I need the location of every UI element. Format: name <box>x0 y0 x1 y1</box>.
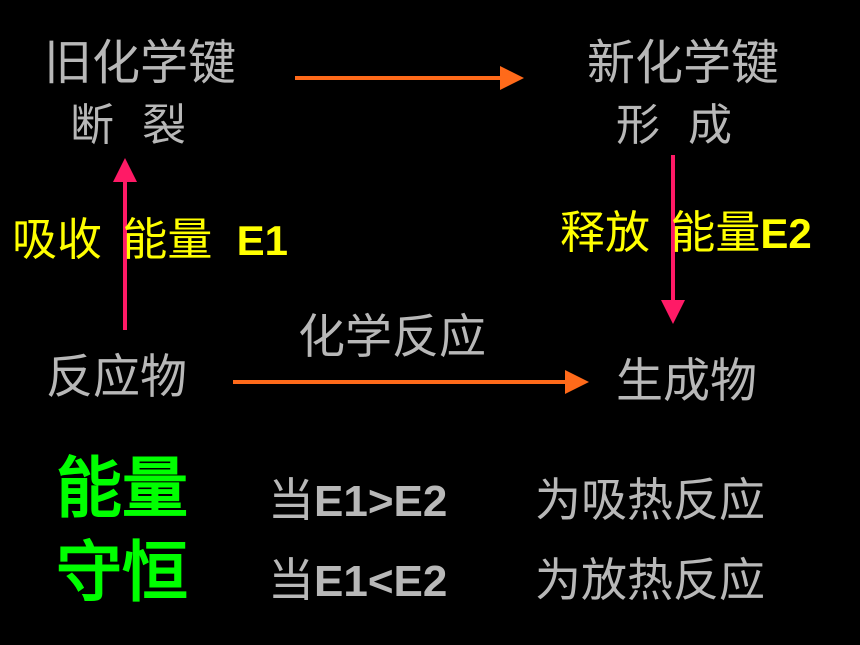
form-text: 形 成 <box>616 100 732 151</box>
conservation-line1: 能量 <box>56 450 188 527</box>
rule-result-exothermic: 为放热反应 <box>535 553 765 607</box>
old-bond-text: 旧化学键 <box>44 35 237 91</box>
release-energy-text: 能量 <box>670 206 761 259</box>
absorb-energy-label: 吸收 能量 E1 <box>12 217 288 262</box>
e2-symbol: E2 <box>760 210 812 257</box>
conservation-line2: 守恒 <box>56 534 188 611</box>
break-text: 断 裂 <box>70 100 186 151</box>
reactant-text: 反应物 <box>46 350 187 405</box>
rule-row-endothermic: 当E1>E2 <box>268 477 447 524</box>
product-text: 生成物 <box>616 354 757 409</box>
rule-when: 当 <box>268 553 314 607</box>
new-bond-text: 新化学键 <box>587 35 780 91</box>
absorb-text: 吸收 <box>12 213 103 266</box>
e1-symbol: E1 <box>236 217 289 264</box>
release-text: 释放 <box>560 206 651 259</box>
release-energy-label: 释放 能量E2 <box>560 210 812 255</box>
rule-condition: E1>E2 <box>314 477 448 526</box>
rule-row-exothermic: 当E1<E2 <box>268 557 447 604</box>
rule-result-endothermic: 为吸热反应 <box>535 473 765 527</box>
chemical-reaction-text: 化学反应 <box>298 310 486 365</box>
rule-condition: E1<E2 <box>314 557 448 606</box>
absorb-energy-text: 能量 <box>122 213 213 266</box>
rule-when: 当 <box>268 473 314 527</box>
